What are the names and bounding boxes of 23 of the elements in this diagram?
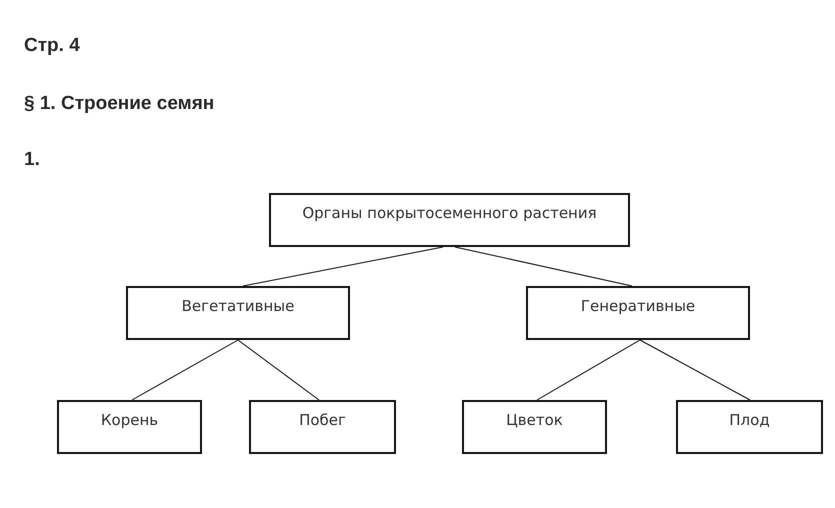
process-box: [526, 286, 750, 340]
connector-line: [238, 340, 320, 400]
node-label: Корень: [100, 411, 160, 430]
connector-line: [536, 340, 640, 400]
connector-line: [242, 246, 444, 286]
process-box: [676, 400, 823, 454]
process-box: [126, 286, 350, 340]
node-label: Органы покрытосеменного растения: [301, 204, 598, 224]
node-label: Цветок: [505, 411, 564, 430]
connector-line: [132, 340, 238, 400]
task-number: 1.: [24, 149, 40, 172]
node-label: Побег: [298, 411, 347, 430]
connector-line: [640, 340, 750, 400]
connector-line: [454, 246, 632, 286]
process-box: [462, 400, 607, 454]
section-heading: § 1. Строение семян: [24, 93, 214, 116]
node-label: Генеративные: [580, 297, 696, 316]
node-label: Вегетативные: [180, 297, 296, 316]
page-number: Стр. 4: [24, 35, 80, 58]
process-box: [249, 400, 396, 454]
node-label: Плод: [728, 411, 771, 430]
process-box: [269, 193, 630, 247]
process-box: [57, 400, 202, 454]
